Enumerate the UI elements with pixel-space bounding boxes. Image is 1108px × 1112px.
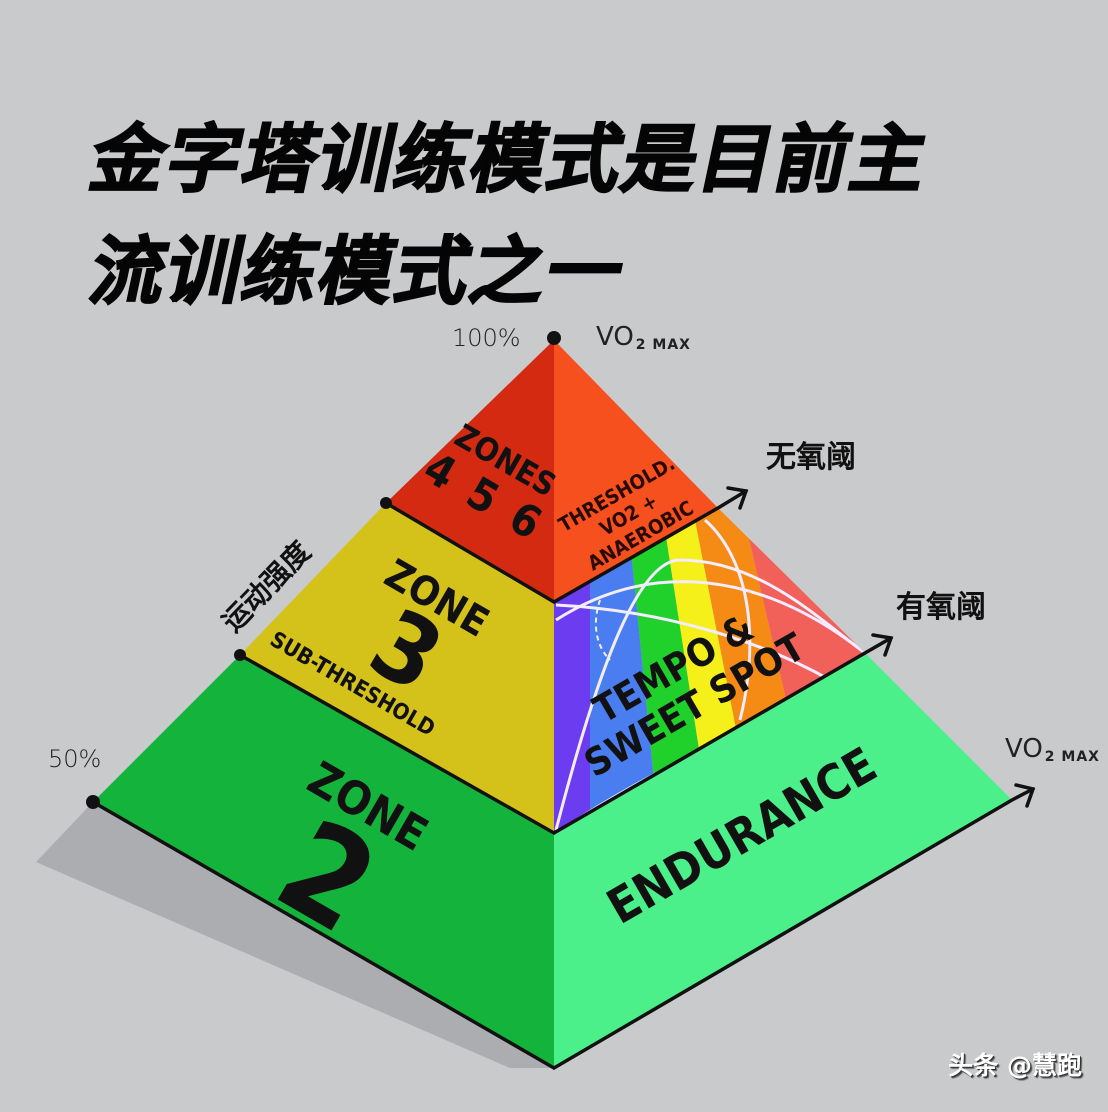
top-percent-label: 100% [452,324,521,352]
vo2max-top-sub: 2 MAX [635,337,691,353]
tier-mid-left-face [240,503,554,833]
tier-bottom-right-face [554,653,1012,1068]
watermark: 头条 @慧跑 [948,1051,1082,1080]
page-title-line1: 金字塔训练模式是目前主 [82,116,938,204]
tier-outlines [92,501,1013,1071]
tier-top-right-face [554,340,718,602]
pyramid-shadow [36,802,554,1068]
vo2max-top-text: VO [596,322,634,352]
tier-top-left-face [386,340,554,602]
anaerobic-threshold-label: 无氧阈 [766,440,856,475]
tier-bottom-left-face [93,655,554,1068]
page-title-line2: 流训练模式之一 [82,228,634,316]
aerobic-threshold-label: 有氧阈 [896,590,986,625]
threshold-arrows [716,486,1036,808]
vo2max-bottom-text: VO [1005,734,1043,764]
vertex-dots [86,331,561,809]
bottom-percent-label: 50% [48,745,102,773]
vo2max-bottom-sub: 2 MAX [1044,749,1100,765]
